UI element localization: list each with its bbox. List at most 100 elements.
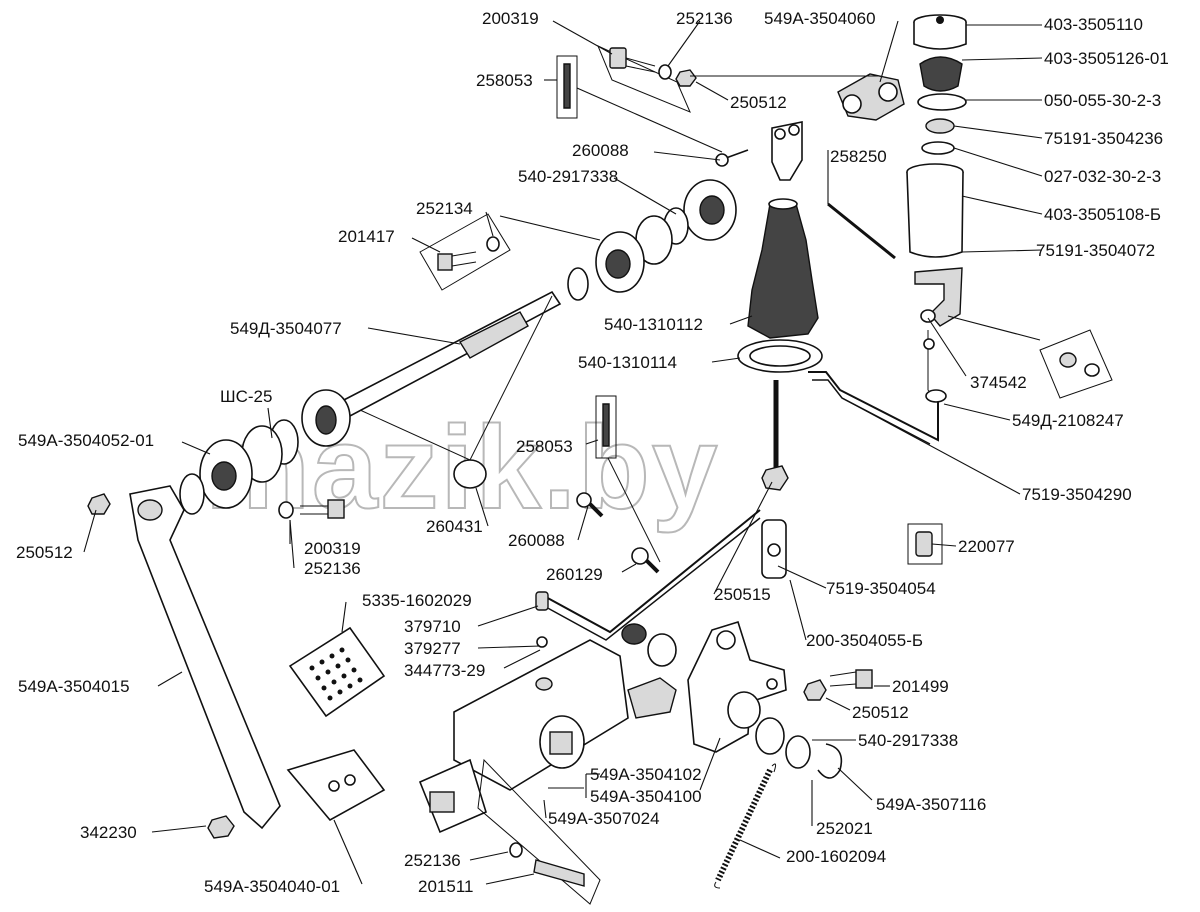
label-260129: 260129 <box>546 565 603 584</box>
label-540-1310112: 540-1310112 <box>604 315 703 334</box>
label-344773-29: 344773-29 <box>404 661 485 680</box>
shaft-549d-3504077 <box>301 290 562 447</box>
label-379277: 379277 <box>404 639 461 658</box>
label-342230: 342230 <box>80 823 137 842</box>
label-7519-3504054: 7519-3504054 <box>826 579 936 598</box>
bracket-549a-3504102 <box>687 621 787 753</box>
pin-260431 <box>359 295 553 489</box>
pin-260088-top <box>715 149 749 167</box>
lever-258250 <box>827 202 896 260</box>
pad-549a-3504040-01 <box>286 749 386 822</box>
label-403-3505110: 403-3505110 <box>1044 15 1143 34</box>
bearing-stack-left <box>179 419 299 515</box>
ring-027-032 <box>921 141 955 155</box>
label-252136-top: 252136 <box>676 9 733 28</box>
bolt-200319-top <box>597 45 697 113</box>
label-200319-top: 200319 <box>482 9 539 28</box>
label-250512-right: 250512 <box>852 703 909 722</box>
bolt-bracket-right <box>1039 329 1113 399</box>
label-5335-1602029: 5335-1602029 <box>362 591 472 610</box>
label-549a-3504102: 549А-3504102 <box>590 765 702 784</box>
bolt-201417 <box>419 213 511 291</box>
label-252134: 252134 <box>416 199 473 218</box>
label-252136-mid: 252136 <box>304 559 361 578</box>
label-258053-top: 258053 <box>476 71 533 90</box>
bolt-200319-mid <box>278 499 345 519</box>
housing-403-3505108 <box>906 163 964 258</box>
threaded-rod <box>761 380 789 491</box>
nipple-344773 <box>536 636 548 648</box>
split-pin-258053-mid <box>595 395 661 563</box>
label-200-1602094: 200-1602094 <box>786 847 886 866</box>
label-540-1310114: 540-1310114 <box>578 353 677 372</box>
label-200319-mid: 200319 <box>304 539 361 558</box>
knob-403-3505110 <box>913 14 967 50</box>
split-pin-258053-top <box>556 55 578 119</box>
label-379710: 379710 <box>404 617 461 636</box>
fitting-379710 <box>535 591 549 611</box>
pipe-7519-3504290 <box>808 371 939 442</box>
bearing-stack <box>567 179 737 301</box>
label-7519-3504290: 7519-3504290 <box>1022 485 1132 504</box>
spring-200-1602094 <box>714 763 777 889</box>
label-540-2917338-bottom: 540-2917338 <box>858 731 958 750</box>
label-75191-3504072: 75191-3504072 <box>1036 241 1155 260</box>
label-549d-3504077: 549Д-3504077 <box>230 319 342 338</box>
label-549a-3504040-01: 549А-3504040-01 <box>204 877 340 896</box>
label-201417: 201417 <box>338 227 395 246</box>
label-250512-left: 250512 <box>16 543 73 562</box>
fork-549a-3504060 <box>837 73 905 121</box>
ring-050-055 <box>917 93 967 111</box>
label-540-2917338-top: 540-2917338 <box>518 167 618 186</box>
bolt-201499 <box>803 669 873 701</box>
label-200-3504055-b: 200-3504055-Б <box>806 631 923 650</box>
label-027-032-30-2-3: 027-032-30-2-3 <box>1044 167 1161 186</box>
flange-540-1310114 <box>737 339 823 373</box>
label-220077: 220077 <box>958 537 1015 556</box>
label-549a-3507116: 549А-3507116 <box>876 795 986 814</box>
pin-260088-mid <box>576 492 604 518</box>
label-549a-3504052-01: 549А-3504052-01 <box>18 431 154 450</box>
label-258250: 258250 <box>830 147 887 166</box>
label-549a-3507024: 549А-3507024 <box>548 809 660 828</box>
insert-403-3505126-01 <box>919 56 963 92</box>
bolt-201511 <box>477 758 601 905</box>
label-403-3505108-b: 403-3505108-Б <box>1044 205 1161 224</box>
part-labels: 200319 252136 549А-3504060 403-3505110 4… <box>16 9 1169 896</box>
pin-260129 <box>631 547 660 574</box>
label-75191-3504236: 75191-3504236 <box>1044 129 1163 148</box>
label-403-3505126-01: 403-3505126-01 <box>1044 49 1169 68</box>
leader-lines <box>83 20 1043 885</box>
pedal-lever-549a-3504015 <box>129 485 281 830</box>
label-549d-2108247: 549Д-2108247 <box>1012 411 1124 430</box>
label-549a-3504100: 549А-3504100 <box>590 787 702 806</box>
label-258053-mid: 258053 <box>516 437 573 456</box>
label-250512-top: 250512 <box>730 93 787 112</box>
label-374542: 374542 <box>970 373 1027 392</box>
label-201499: 201499 <box>892 677 949 696</box>
master-cylinder <box>418 623 677 834</box>
label-260431: 260431 <box>426 517 483 536</box>
nut-75191-3504236 <box>925 118 955 134</box>
label-260088-top: 260088 <box>572 141 629 160</box>
label-549a-3504060: 549А-3504060 <box>764 9 876 28</box>
nut-250512-left <box>87 493 111 515</box>
label-252136-bottom: 252136 <box>404 851 461 870</box>
pipe-hydraulic <box>543 509 761 634</box>
pedal-pad-5335-1602029 <box>288 626 386 718</box>
rod-374542 <box>923 330 947 403</box>
clevis-top <box>771 121 803 181</box>
label-shs-25: ШС-25 <box>220 387 272 406</box>
clevis-7519-3504054 <box>761 519 787 579</box>
label-201511: 201511 <box>418 877 473 896</box>
label-549a-3504015: 549А-3504015 <box>18 677 130 696</box>
boot-540-1310112 <box>747 198 819 339</box>
nut-250515 <box>761 465 789 491</box>
bracket-75191-3504072 <box>914 267 963 327</box>
label-252021: 252021 <box>816 819 873 838</box>
nut-342230 <box>207 815 235 839</box>
bearing-bottom <box>755 717 843 779</box>
label-260088-mid: 260088 <box>508 531 565 550</box>
label-250515: 250515 <box>714 585 771 604</box>
